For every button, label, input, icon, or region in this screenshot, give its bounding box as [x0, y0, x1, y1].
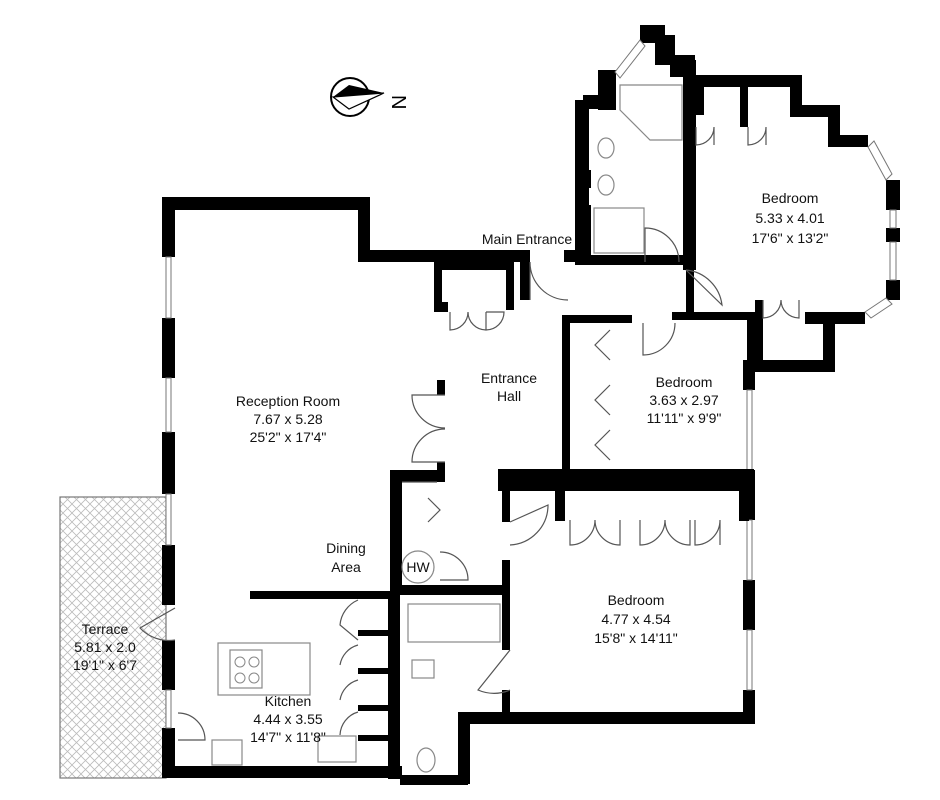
terrace-name: Terrace [82, 621, 129, 637]
compass-label: N [387, 95, 409, 109]
bedroom3-imperial: 15'8" x 14'11" [594, 630, 678, 646]
dining-label-2: Area [331, 559, 361, 575]
interior-walls [250, 75, 763, 779]
bay-windows [614, 39, 897, 319]
reception-metric: 7.67 x 5.28 [253, 411, 322, 427]
kitchen-metric: 4.44 x 3.55 [253, 711, 322, 727]
fixtures [211, 84, 683, 773]
exterior-walls [162, 25, 900, 785]
kitchen-name: Kitchen [265, 693, 312, 709]
entrance-hall-label-1: Entrance [481, 370, 537, 386]
reception-name: Reception Room [236, 393, 340, 409]
terrace-imperial: 19'1" x 6'7 [73, 657, 137, 673]
bedroom2-imperial: 11'11" x 9'9" [647, 410, 722, 426]
bedroom3-metric: 4.77 x 4.54 [601, 611, 670, 627]
dining-label-1: Dining [326, 540, 366, 556]
left-windows [165, 256, 753, 729]
kitchen-imperial: 14'7" x 11'8" [250, 729, 326, 745]
bedroom1-metric: 5.33 x 4.01 [755, 210, 824, 226]
entrance-hall-label-2: Hall [497, 388, 521, 404]
hot-water-cylinder [401, 550, 435, 584]
bedroom1-name: Bedroom [762, 190, 819, 206]
main-entrance-label: Main Entrance [482, 231, 572, 247]
room-labels: Reception Room 7.67 x 5.28 25'2" x 17'4"… [73, 190, 828, 745]
bedroom2-metric: 3.63 x 2.97 [649, 392, 718, 408]
terrace-area [59, 496, 167, 779]
compass-icon: N [330, 77, 409, 117]
doors [139, 126, 800, 741]
reception-imperial: 25'2" x 17'4" [250, 429, 327, 445]
terrace-metric: 5.81 x 2.0 [74, 639, 136, 655]
bedroom1-imperial: 17'6" x 13'2" [752, 230, 829, 246]
hot-water-label: HW [406, 559, 430, 575]
bedroom2-name: Bedroom [656, 374, 713, 390]
bedroom3-name: Bedroom [608, 592, 665, 608]
